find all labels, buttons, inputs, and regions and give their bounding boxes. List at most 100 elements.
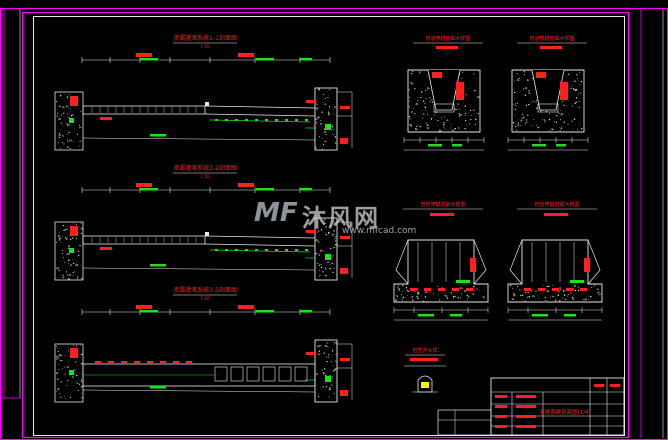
hatch-mark [317, 345, 321, 348]
hatch-dot [63, 143, 65, 145]
hatch-dot [76, 345, 78, 347]
hatch-dot [509, 284, 512, 287]
hatch-dot [60, 129, 62, 131]
hatch-dot [328, 347, 330, 348]
channel-cell [214, 366, 228, 382]
hatch-dot [397, 298, 399, 299]
hatch-dot [417, 287, 419, 289]
hatch-dot [332, 271, 334, 273]
hatch-dot [396, 295, 399, 297]
hatch-dot [58, 133, 60, 135]
right-well [314, 339, 338, 403]
hatch-dot [329, 268, 331, 270]
hatch-dot [318, 89, 320, 91]
well-red-1 [306, 352, 316, 355]
hatch-dot [323, 250, 325, 252]
hatch-dot [317, 262, 319, 265]
hatch-dot [320, 145, 322, 147]
hatch-mark [519, 289, 522, 291]
hatch-mark [334, 142, 337, 144]
hatch-dot [323, 219, 325, 221]
hatch-dot [443, 126, 445, 128]
detail-slope-right [587, 239, 601, 285]
detail-green-seg [564, 314, 576, 317]
hatch-dot [72, 344, 74, 346]
hatch-mark [570, 292, 573, 294]
hatch-dot [73, 222, 74, 224]
hatch-dot [481, 295, 482, 297]
hatch-dot [527, 296, 529, 298]
hatch-dot [543, 119, 545, 120]
hatch-mark [597, 291, 601, 294]
hatch-dot [58, 369, 60, 371]
hatch-dot [333, 365, 334, 366]
hatch-mark [321, 369, 324, 371]
hatch-dot [64, 373, 66, 375]
hatch-dot [418, 292, 420, 294]
hatch-dot [409, 81, 411, 83]
hatch-mark [521, 113, 524, 116]
detail-red-mark [452, 288, 459, 291]
hatch-mark [323, 130, 327, 133]
channel-red-mark [147, 361, 153, 364]
pipe-green-dot [275, 119, 278, 121]
detail-slope-left [395, 239, 409, 285]
hatch-dot [557, 294, 560, 296]
hatch-dot [440, 117, 442, 119]
hatch-dot [333, 255, 334, 256]
hatch-dot [553, 117, 554, 119]
hatch-mark [521, 117, 524, 119]
hatch-dot [517, 122, 519, 124]
hatch-dot [524, 94, 527, 96]
hatch-dot [328, 357, 330, 358]
hatch-dot [328, 110, 329, 112]
hatch-mark [567, 73, 570, 76]
hatch-dot [318, 350, 320, 353]
hatch-dot [68, 106, 70, 108]
hatch-dot [469, 123, 471, 125]
hatch-mark [424, 89, 427, 91]
tb-red-label [516, 425, 536, 428]
hatch-dot [464, 127, 466, 130]
left-wall-marker [70, 348, 78, 358]
channel-cell [278, 366, 292, 382]
concrete-hatch [315, 219, 337, 278]
hatch-dot [73, 274, 74, 276]
hatch-dot [76, 261, 77, 263]
hatch-dot [483, 289, 485, 291]
hatch-mark [59, 354, 63, 357]
hatch-mark [57, 142, 60, 144]
hatch-mark [559, 286, 562, 289]
hatch-dot [429, 292, 431, 293]
concrete-hatch [394, 284, 485, 302]
detail-title: 检查井大样 [412, 347, 437, 354]
hatch-dot [326, 342, 328, 343]
hatch-dot [473, 73, 475, 75]
hatch-mark [558, 299, 562, 302]
hatch-dot [319, 274, 321, 276]
hatch-dot [554, 120, 556, 122]
hatch-dot [332, 113, 334, 115]
hatch-mark [535, 290, 538, 292]
hatch-dot [563, 121, 565, 123]
hatch-mark [72, 271, 75, 274]
hatch-dot [578, 71, 580, 73]
hatch-dot [57, 231, 59, 233]
hatch-dot [446, 129, 447, 130]
hatch-dot [446, 297, 449, 299]
hatch-mark [318, 254, 321, 256]
hatch-dot [571, 85, 573, 87]
section-title: 渗漏灌溉系统3-3剖面图 [173, 286, 237, 294]
hatch-dot [516, 285, 519, 288]
well-red-1 [306, 230, 316, 233]
hatch-dot [416, 296, 418, 298]
dim-tag-right [238, 305, 254, 309]
hatch-dot [565, 298, 567, 301]
pipe-green-dot [215, 119, 218, 121]
hatch-dot [335, 342, 337, 344]
hatch-dot [321, 137, 323, 139]
hatch-dot [549, 130, 551, 132]
hatch-dot [515, 125, 517, 128]
hatch-dot [400, 296, 402, 298]
